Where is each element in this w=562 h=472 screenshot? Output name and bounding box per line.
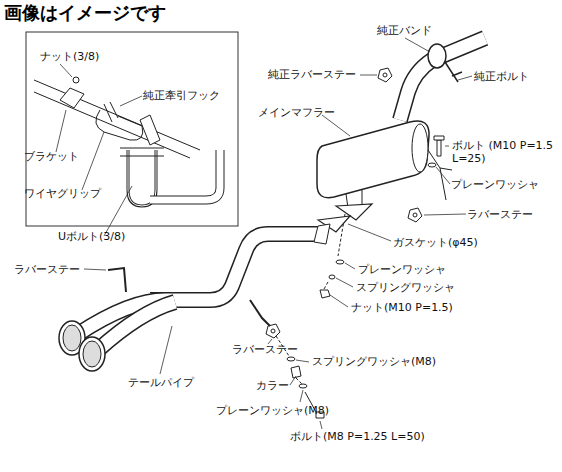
tail-pipe [59, 224, 330, 371]
part-label: ワイヤグリップ [24, 187, 101, 200]
part-label: 純正ボルト [474, 70, 529, 83]
part-label: ラバーステー [232, 343, 298, 356]
part-label: ナット(M10 P=1.5) [351, 301, 453, 314]
part-label: 純正バンド [377, 24, 432, 37]
part-label: カラー [256, 379, 289, 392]
part-label: メインマフラー [258, 106, 335, 119]
part-label: ボルト (M10 P=1.5 L=25) [452, 139, 558, 165]
title: 画像はイメージです [4, 2, 166, 24]
part-label: ボルト(M8 P=1.25 L=50) [290, 430, 425, 443]
band-clamp [428, 44, 446, 68]
part-label: Uボルト(3/8) [58, 230, 125, 243]
part-label: ブラケット [24, 150, 79, 163]
part-label: テールパイプ [128, 376, 194, 389]
part-label: スプリングワッシャ(M8) [312, 355, 436, 368]
part-label: ラバーステー [14, 263, 80, 276]
part-label: プレーンワッシャ [451, 178, 539, 191]
part-label: ラバーステー [467, 208, 533, 221]
main-muffler [317, 38, 485, 220]
leader-lines [56, 38, 472, 429]
part-label: 純正牽引フック [143, 89, 220, 102]
part-label: 純正ラバーステー [268, 68, 356, 81]
part-label: プレーンワッシャ [358, 263, 446, 276]
part-label: スプリングワッシャ [356, 281, 455, 294]
part-label: ナット(3/8) [40, 50, 99, 63]
part-label: プレーンワッシャ(M8) [216, 404, 329, 417]
part-label: ガスケット(φ45) [393, 236, 478, 249]
tow-hook-detail [34, 77, 220, 206]
